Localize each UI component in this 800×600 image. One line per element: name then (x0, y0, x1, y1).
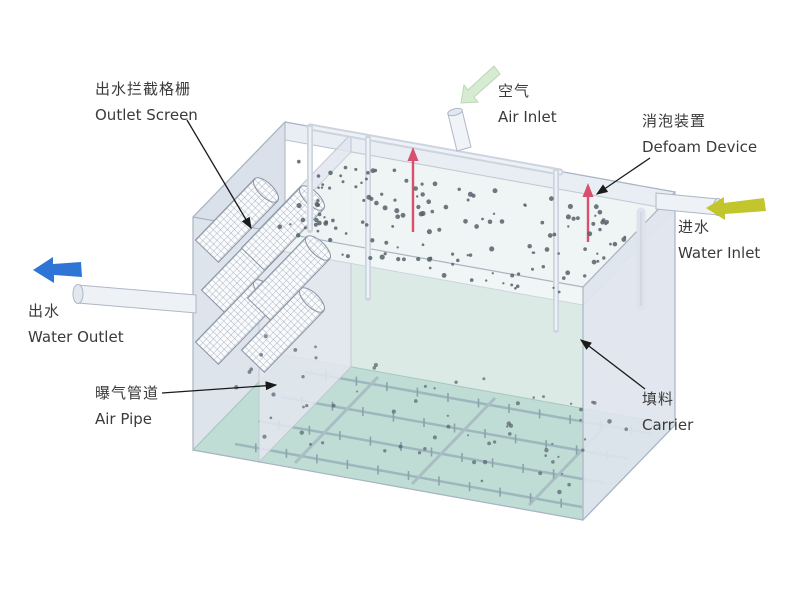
label-water-inlet-zh: 进水 (678, 218, 711, 236)
outlet-screens (194, 177, 331, 373)
label-outlet-screen-en: Outlet Screen (95, 106, 198, 124)
label-water-outlet-en: Water Outlet (28, 328, 124, 346)
label-carrier-en: Carrier (642, 416, 694, 434)
label-water-inlet: 进水 Water Inlet (678, 214, 760, 266)
screen-cylinder (246, 235, 331, 321)
outlet-screen-pointer (186, 119, 252, 230)
screen-cylinder (194, 177, 279, 263)
label-outlet-screen: 出水拦截格栅 Outlet Screen (95, 76, 198, 128)
air-inlet-arrow (460, 65, 501, 104)
label-air-pipe-zh: 曝气管道 (95, 384, 160, 402)
label-outlet-screen-zh: 出水拦截格栅 (95, 80, 192, 98)
label-water-inlet-en: Water Inlet (678, 244, 761, 262)
air-pipe-pointer (161, 381, 278, 394)
label-air-pipe: 曝气管道 Air Pipe (95, 380, 159, 432)
label-air-pipe-en: Air Pipe (95, 410, 152, 428)
water-inlet-arrow (706, 197, 766, 220)
carrier-pointer (579, 339, 646, 390)
label-defoam-device: 消泡装置 Defoam Device (642, 108, 757, 160)
air-inlet-pipe (447, 107, 472, 152)
carrier-dots-surface (277, 159, 627, 294)
label-air-inlet-zh: 空气 (498, 82, 531, 100)
label-air-inlet: 空气 Air Inlet (498, 78, 557, 130)
label-defoam-device-en: Defoam Device (642, 138, 758, 156)
pointer-lines (161, 119, 651, 394)
label-carrier-zh: 填料 (642, 390, 675, 408)
label-water-outlet: 出水 Water Outlet (28, 298, 124, 350)
defoam-pointer (595, 157, 651, 195)
carrier-dots-depth (234, 334, 628, 495)
air-pipe-grid (234, 370, 653, 509)
label-defoam-device-zh: 消泡装置 (642, 112, 707, 130)
water-outlet-pipe (72, 284, 197, 314)
defoam-spray-arrowhead (407, 147, 419, 161)
label-carrier: 填料 Carrier (642, 386, 693, 438)
label-air-inlet-en: Air Inlet (498, 108, 557, 126)
water-outlet-arrow (33, 257, 82, 283)
support-frame (306, 123, 564, 333)
label-water-outlet-zh: 出水 (28, 302, 61, 320)
defoam-spray-arrowhead (582, 183, 594, 197)
